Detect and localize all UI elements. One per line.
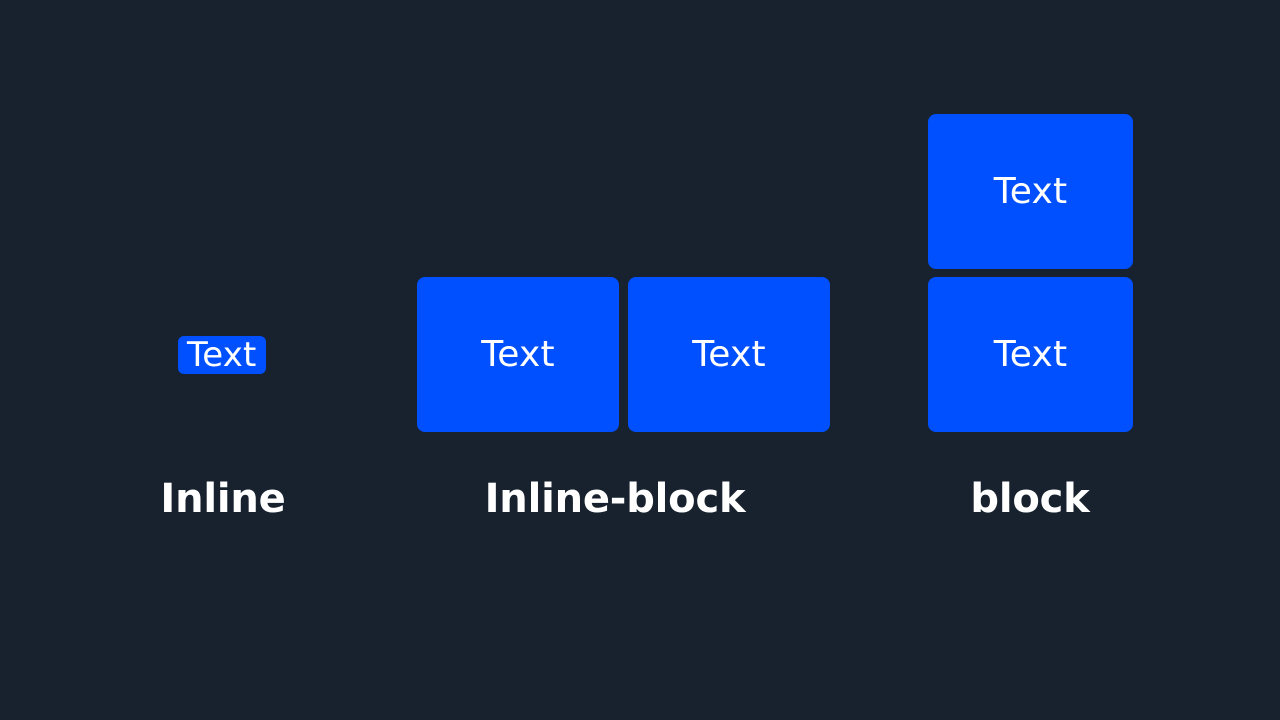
inline-text-box-label: Text bbox=[187, 335, 257, 375]
caption-inline: Inline bbox=[160, 476, 286, 522]
inline-block-text-box-2-label: Text bbox=[692, 333, 766, 375]
block-text-box-2-label: Text bbox=[993, 333, 1068, 375]
inline-block-text-box-1: Text bbox=[417, 277, 619, 432]
block-text-box-1: Text bbox=[928, 114, 1133, 269]
inline-block-text-box-1-label: Text bbox=[481, 333, 555, 375]
inline-block-row: Text Text bbox=[417, 277, 830, 432]
block-text-box-1-label: Text bbox=[993, 170, 1068, 212]
block-text-box-2: Text bbox=[928, 277, 1133, 432]
inline-demo-column: Text bbox=[0, 0, 446, 720]
caption-inline-block: Inline-block bbox=[484, 476, 746, 522]
block-demo-column: Text Text bbox=[928, 114, 1133, 432]
inline-text-box: Text bbox=[178, 336, 266, 374]
caption-block: block bbox=[970, 476, 1090, 522]
inline-block-text-box-2: Text bbox=[628, 277, 830, 432]
